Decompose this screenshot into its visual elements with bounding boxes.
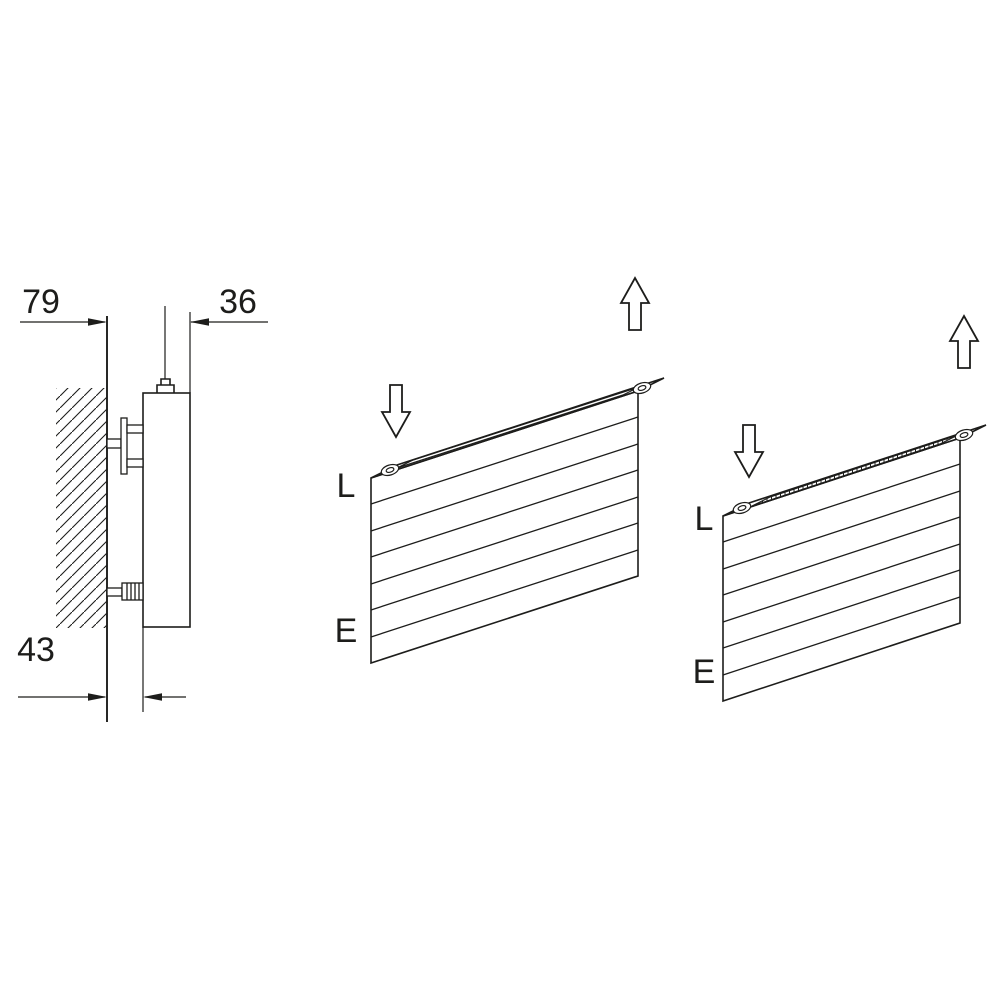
- mounting-bolt-lower: [106, 582, 144, 601]
- flow-up-arrow-icon: [948, 314, 980, 369]
- dimension-arrowhead-left-icon: [143, 693, 162, 701]
- slat-line: [722, 490, 961, 570]
- slat-line: [722, 569, 961, 649]
- radiator-side-profile: [142, 378, 191, 628]
- radiator-body: [722, 424, 987, 703]
- bracket-hook-top: [126, 424, 144, 434]
- slat-line: [722, 463, 961, 543]
- iso-view-open-top: L E: [335, 276, 665, 665]
- slat-line: [370, 443, 639, 532]
- iso-view-grille-top: L E: [693, 314, 987, 703]
- bracket-hook-bottom: [126, 458, 144, 468]
- top-connection-plug: [160, 378, 171, 385]
- radiator-body: [370, 377, 665, 665]
- slat-line: [722, 516, 961, 596]
- slat-line: [370, 496, 639, 585]
- dimension-depth: 36: [189, 283, 268, 393]
- slat-line: [370, 469, 639, 558]
- dimension-arrowhead-left-icon: [190, 318, 209, 326]
- mounting-bracket-upper: [106, 417, 144, 475]
- wall-hatching: [56, 388, 107, 628]
- connection-label-bottom: E: [693, 653, 716, 691]
- dimension-arrowhead-right-icon: [88, 693, 107, 701]
- dimension-wall-gap: 43: [17, 627, 186, 712]
- top-connection-cap: [156, 384, 175, 393]
- panel-body: [142, 392, 191, 628]
- connection-boss-right: [632, 381, 652, 395]
- wall: [56, 316, 108, 722]
- flow-up-arrow-icon: [619, 276, 651, 331]
- slat-line: [722, 596, 961, 676]
- side-view: 79 36 43: [17, 283, 268, 722]
- front-slats: [722, 463, 961, 676]
- dimension-value: 43: [17, 631, 55, 669]
- dimension-value: 79: [22, 283, 60, 321]
- slat-line: [370, 416, 639, 505]
- slat-line: [370, 522, 639, 611]
- slat-line: [722, 543, 961, 623]
- flow-down-arrow-icon: [380, 384, 412, 439]
- bracket-wall-pad: [106, 438, 122, 449]
- connection-label-top: L: [337, 467, 356, 505]
- front-slats: [370, 416, 639, 638]
- bolt-thread-body: [121, 582, 144, 601]
- connection-boss-left: [732, 501, 752, 515]
- connection-boss-left: [380, 463, 400, 477]
- connection-label-bottom: E: [335, 612, 358, 650]
- dimension-value: 36: [219, 283, 257, 321]
- bolt-shank: [106, 587, 123, 597]
- bracket-strip: [120, 417, 128, 475]
- connection-label-top: L: [695, 500, 714, 538]
- connection-boss-right: [954, 428, 974, 442]
- dimension-arrowhead-right-icon: [88, 318, 107, 326]
- slat-line: [370, 549, 639, 638]
- flow-down-arrow-icon: [733, 424, 765, 479]
- dimension-wall-offset: 79: [20, 283, 166, 379]
